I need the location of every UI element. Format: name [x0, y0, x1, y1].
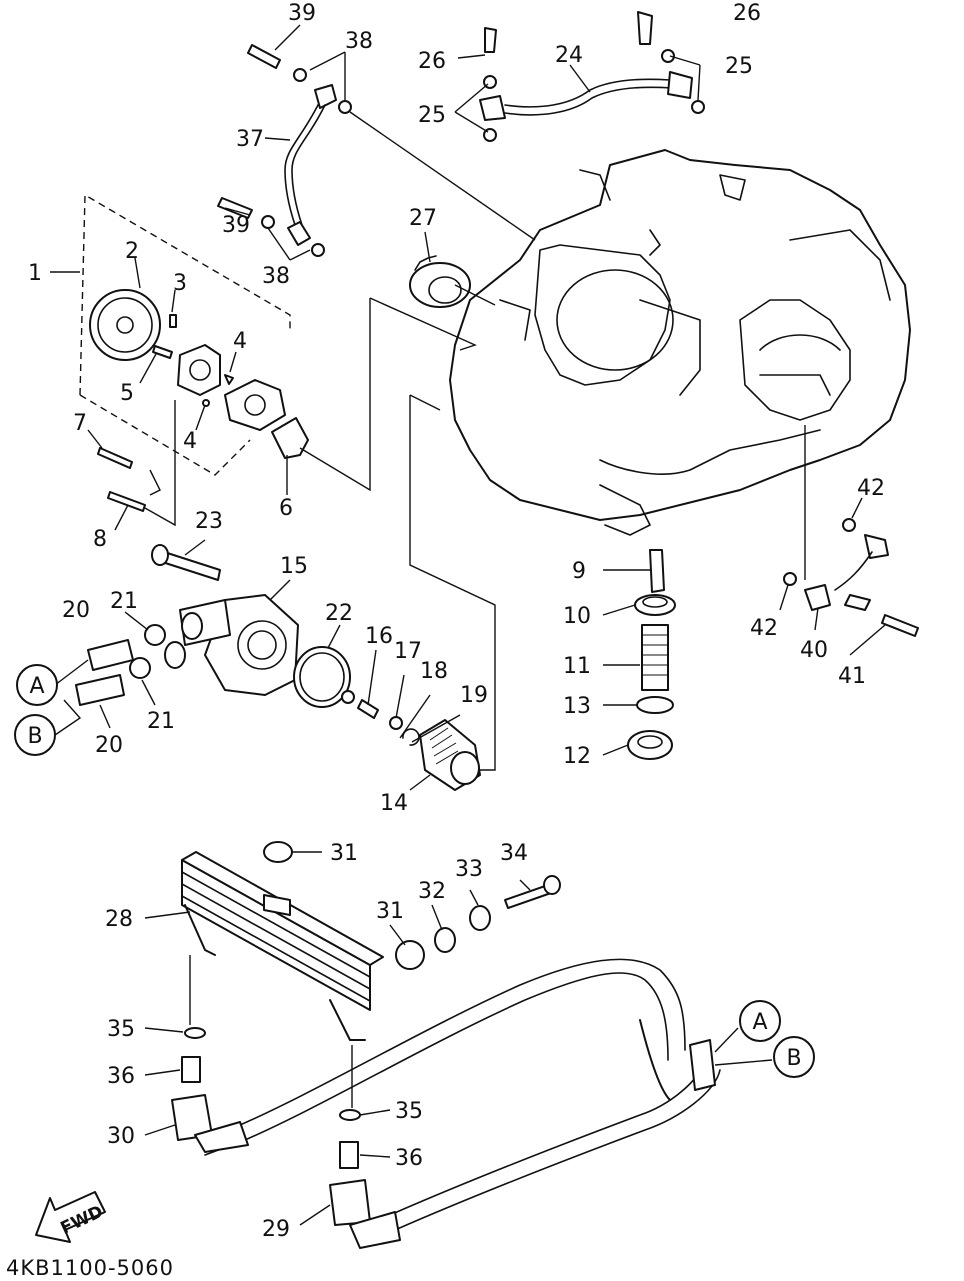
oil-cooler-group [181, 841, 561, 1169]
screw [152, 345, 173, 359]
callout-18: 18 [420, 659, 448, 684]
callout-28: 28 [105, 907, 133, 932]
callout-25: 25 [725, 54, 753, 79]
callout-21: 21 [147, 709, 175, 734]
callout-20: 20 [95, 733, 123, 758]
callout-38: 38 [345, 29, 373, 54]
callout-30: 30 [107, 1124, 135, 1149]
callout-23: 23 [195, 509, 223, 534]
crankcase [449, 149, 911, 536]
connector-label-b: B [27, 724, 42, 749]
callout-labels: 1 2 3 4 4 5 6 7 8 9 10 11 12 13 14 15 16… [28, 1, 885, 1242]
callout-1: 1 [28, 261, 42, 286]
callout-35: 35 [395, 1099, 423, 1124]
callout-34: 34 [500, 841, 528, 866]
callout-24: 24 [555, 43, 583, 68]
pin [224, 374, 234, 385]
callout-36: 36 [395, 1146, 423, 1171]
callout-29: 29 [262, 1217, 290, 1242]
callout-3: 3 [173, 271, 187, 296]
callout-41: 41 [838, 664, 866, 689]
connector-label-b: B [786, 1046, 801, 1071]
callout-37: 37 [236, 127, 264, 152]
callout-8: 8 [93, 527, 107, 552]
oil-hoses [171, 958, 721, 1249]
connector-label-a: A [29, 674, 44, 699]
callout-21: 21 [110, 589, 138, 614]
callout-20: 20 [62, 598, 90, 623]
callout-40: 40 [800, 638, 828, 663]
callout-31: 31 [376, 899, 404, 924]
oil-pump-gear [89, 289, 161, 361]
leader-lines [50, 24, 886, 1226]
forward-arrow: FWD [35, 1191, 106, 1243]
callout-19: 19 [460, 683, 488, 708]
callout-14: 14 [380, 791, 408, 816]
connector-b-right: B [773, 1036, 815, 1078]
oil-delivery-group [783, 518, 919, 637]
oil-filter-group [75, 544, 481, 791]
callout-26: 26 [733, 1, 761, 26]
callout-6: 6 [279, 496, 293, 521]
gasket [271, 417, 309, 459]
callout-39: 39 [288, 1, 316, 26]
oil-hose-fitting [329, 1179, 371, 1226]
callout-12: 12 [563, 744, 591, 769]
oil-pump-rotor [177, 344, 221, 396]
callout-25: 25 [418, 103, 446, 128]
callout-9: 9 [572, 559, 586, 584]
bolt [97, 447, 133, 469]
callout-27: 27 [409, 206, 437, 231]
callout-15: 15 [280, 554, 308, 579]
callout-5: 5 [120, 381, 134, 406]
connector-a-left: A [16, 664, 58, 706]
connector-a-right: A [739, 1000, 781, 1042]
diagram-code: 4KB1100-5060 [6, 1256, 174, 1280]
callout-33: 33 [455, 857, 483, 882]
callout-11: 11 [563, 654, 591, 679]
callout-32: 32 [418, 879, 446, 904]
callout-36: 36 [107, 1064, 135, 1089]
connector-label-a: A [752, 1010, 767, 1035]
oil-pump-cover [224, 379, 286, 431]
oil-pump-group [79, 193, 309, 512]
callout-4: 4 [183, 429, 197, 454]
callout-17: 17 [394, 639, 422, 664]
callout-16: 16 [365, 624, 393, 649]
callout-42: 42 [857, 476, 885, 501]
callout-4: 4 [233, 329, 247, 354]
callout-38: 38 [262, 264, 290, 289]
dowel-pin [169, 314, 177, 328]
callout-39: 39 [222, 213, 250, 238]
callout-26: 26 [418, 49, 446, 74]
oil-strainer-group [627, 549, 676, 760]
connector-b-left: B [14, 714, 56, 756]
callout-42: 42 [750, 616, 778, 641]
oil-seal [409, 255, 471, 308]
callout-35: 35 [107, 1017, 135, 1042]
oil-pipe-right [479, 11, 705, 142]
callout-31: 31 [330, 841, 358, 866]
callout-22: 22 [325, 601, 353, 626]
callout-10: 10 [563, 604, 591, 629]
callout-2: 2 [125, 239, 139, 264]
callout-7: 7 [73, 411, 87, 436]
callout-13: 13 [563, 694, 591, 719]
bolt [107, 491, 146, 512]
